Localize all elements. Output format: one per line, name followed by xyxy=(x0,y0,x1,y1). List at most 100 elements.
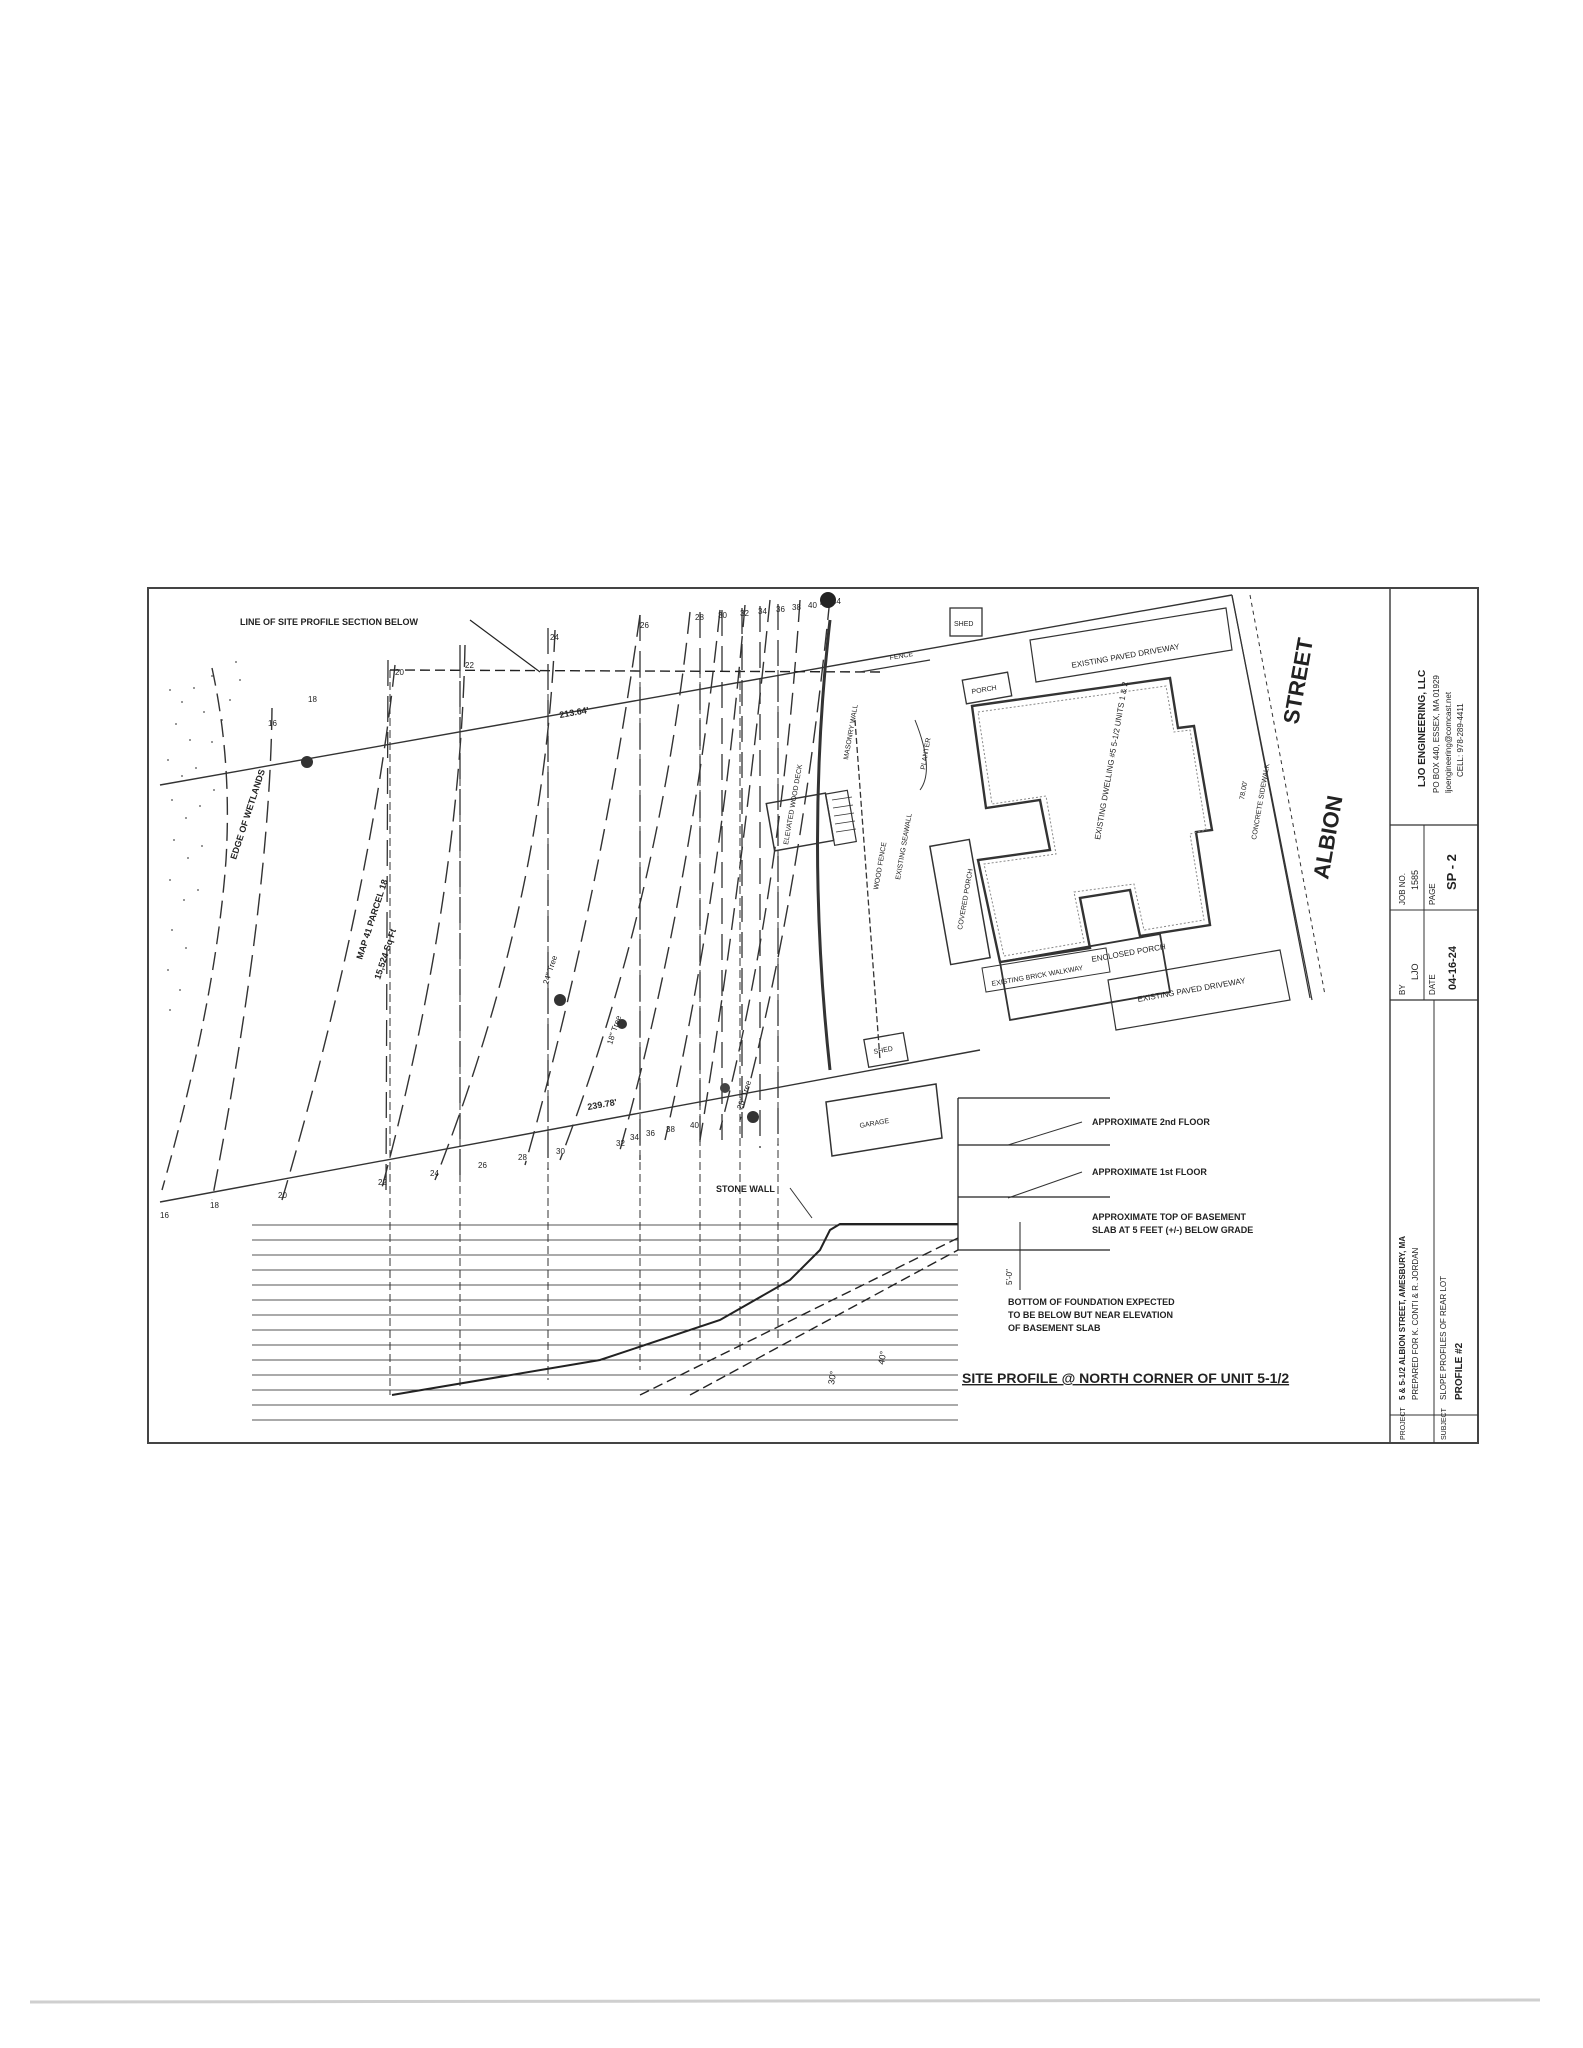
driveway-bottom: EXISTING PAVED DRIVEWAY xyxy=(1107,949,1291,1031)
street-label: ALBION STREET xyxy=(1278,636,1347,881)
svg-text:EXISTING PAVED DRIVEWAY: EXISTING PAVED DRIVEWAY xyxy=(1071,642,1181,670)
profile-number: PROFILE #2 xyxy=(1454,1342,1465,1400)
svg-text:PORCH: PORCH xyxy=(971,685,997,696)
stone-wall-leader xyxy=(789,1187,813,1219)
existing-dwelling xyxy=(970,676,1214,964)
svg-text:ALBION: ALBION xyxy=(1308,793,1347,880)
slope-line-40 xyxy=(689,1249,959,1396)
svg-text:18: 18 xyxy=(210,1201,219,1210)
svg-text:18: 18 xyxy=(308,695,317,704)
shed-top: SHED xyxy=(949,607,983,637)
svg-text:26: 26 xyxy=(640,621,649,630)
tree-marker xyxy=(820,592,836,608)
svg-text:26: 26 xyxy=(478,1161,487,1170)
tree-marker xyxy=(617,1019,627,1029)
svg-text:38: 38 xyxy=(666,1125,675,1134)
seawall-label: EXISTING SEAWALL xyxy=(895,813,914,880)
svg-text:EXISTING BRICK WALKWAY: EXISTING BRICK WALKWAY xyxy=(991,965,1084,988)
subject-value: SLOPE PROFILES OF REAR LOT xyxy=(1439,1276,1448,1400)
leader-1st-floor xyxy=(1007,1171,1083,1199)
tree-marker xyxy=(720,1083,730,1093)
svg-text:ENCLOSED PORCH: ENCLOSED PORCH xyxy=(1091,942,1167,964)
property-lines xyxy=(159,594,1326,1203)
slope-label-30: 30° xyxy=(826,1370,838,1386)
svg-text:COVERED PORCH: COVERED PORCH xyxy=(957,868,975,930)
svg-text:22: 22 xyxy=(465,661,474,670)
note-2nd-floor: APPROXIMATE 2nd FLOOR xyxy=(1092,1117,1210,1127)
project-label: PROJECT xyxy=(1400,1407,1407,1440)
dwelling-label: EXISTING DWELLING #5 5-1/2 UNITS 1 & 2 xyxy=(1093,681,1130,841)
slope-label-40: 40° xyxy=(876,1350,888,1366)
project-value: 5 & 5-1/2 ALBION STREET, AMESBURY, MA xyxy=(1398,1236,1407,1400)
svg-text:16: 16 xyxy=(160,1211,169,1220)
note-foundation-2: TO BE BELOW BUT NEAR ELEVATION xyxy=(1008,1310,1173,1320)
area-label: 15,524 Sq Ft xyxy=(372,928,398,981)
title-block: LJO ENGINEERING, LLC PO BOX 440, ESSEX, … xyxy=(1390,670,1478,1443)
fence-label: FENCE xyxy=(889,651,914,662)
svg-text:78.00': 78.00' xyxy=(1239,781,1249,801)
wood-fence xyxy=(854,719,881,1061)
deck-label: ELEVATED WOOD DECK xyxy=(783,764,804,846)
note-basement-2: SLAB AT 5 FEET (+/-) BELOW GRADE xyxy=(1092,1225,1253,1235)
trees xyxy=(301,592,836,1123)
svg-text:28: 28 xyxy=(518,1153,527,1162)
company-email: ljoengineering@comcast.net xyxy=(1444,691,1453,793)
svg-text:44: 44 xyxy=(832,597,841,606)
svg-text:32: 32 xyxy=(740,609,749,618)
svg-text:30: 30 xyxy=(556,1147,565,1156)
profile-title: SITE PROFILE @ NORTH CORNER OF UNIT 5-1/… xyxy=(962,1370,1289,1386)
shed-mid: SHED xyxy=(863,1031,909,1069)
svg-text:34: 34 xyxy=(758,607,767,616)
tree-marker xyxy=(301,756,313,768)
svg-text:CONCRETE SIDEWALK: CONCRETE SIDEWALK xyxy=(1251,763,1271,841)
svg-text:SHED: SHED xyxy=(954,621,973,628)
drawing-frame xyxy=(147,587,1479,1444)
svg-text:22: 22 xyxy=(378,1178,387,1187)
masonry-wall xyxy=(816,619,832,1071)
svg-text:32: 32 xyxy=(616,1139,625,1148)
by-label: BY xyxy=(1398,984,1407,995)
section-line-label: LINE OF SITE PROFILE SECTION BELOW xyxy=(240,617,419,627)
svg-text:20: 20 xyxy=(395,668,404,677)
tree-marker xyxy=(747,1111,759,1123)
svg-text:16: 16 xyxy=(268,719,277,728)
svg-text:38: 38 xyxy=(792,603,801,612)
job-label: JOB NO. xyxy=(1398,873,1407,905)
covered-porch: COVERED PORCH xyxy=(929,838,991,966)
svg-text:40: 40 xyxy=(808,601,817,610)
wood-fence-label: WOOD FENCE xyxy=(873,841,888,890)
wetlands-edge xyxy=(161,667,229,1191)
contour-labels-bottom: 16 18 20 22 24 26 28 30 32 34 36 38 40 xyxy=(160,1121,699,1220)
svg-text:36: 36 xyxy=(646,1129,655,1138)
prepared-for: PREPARED FOR K. CONTI & R. JORDAN xyxy=(1411,1247,1420,1400)
profile-section-line xyxy=(389,669,881,673)
company-name: LJO ENGINEERING, LLC xyxy=(1417,670,1428,787)
note-basement-1: APPROXIMATE TOP OF BASEMENT xyxy=(1092,1212,1247,1222)
svg-text:36: 36 xyxy=(776,605,785,614)
tree-marker xyxy=(554,994,566,1006)
date-value: 04-16-24 xyxy=(1447,945,1459,990)
stone-wall-label: STONE WALL xyxy=(716,1184,775,1194)
contour-lines xyxy=(211,597,831,1201)
planter xyxy=(914,719,927,791)
svg-text:EXISTING PAVED DRIVEWAY: EXISTING PAVED DRIVEWAY xyxy=(1137,976,1247,1004)
company-address: PO BOX 440, ESSEX, MA 01929 xyxy=(1432,675,1441,793)
page-value: SP - 2 xyxy=(1444,854,1459,890)
contour-labels-top: 16 18 20 22 24 26 28 30 32 34 36 38 40 4… xyxy=(268,597,841,728)
svg-text:20: 20 xyxy=(278,1191,287,1200)
svg-text:24: 24 xyxy=(550,633,559,642)
elevated-deck xyxy=(765,789,858,852)
svg-text:GARAGE: GARAGE xyxy=(859,1118,890,1130)
svg-text:40: 40 xyxy=(690,1121,699,1130)
svg-text:SHED: SHED xyxy=(873,1046,893,1056)
note-foundation-1: BOTTOM OF FOUNDATION EXPECTED xyxy=(1008,1297,1175,1307)
note-foundation-3: OF BASEMENT SLAB xyxy=(1008,1323,1101,1333)
company-cell: CELL: 978-289-4411 xyxy=(1456,703,1465,777)
svg-text:34: 34 xyxy=(630,1133,639,1142)
leader-2nd-floor xyxy=(1007,1121,1083,1146)
tree-label-1: 24" Tree xyxy=(541,954,559,986)
driveway-top: EXISTING PAVED DRIVEWAY xyxy=(1029,607,1233,683)
scan-line xyxy=(29,1998,1541,2004)
ground-profile xyxy=(391,1223,958,1396)
